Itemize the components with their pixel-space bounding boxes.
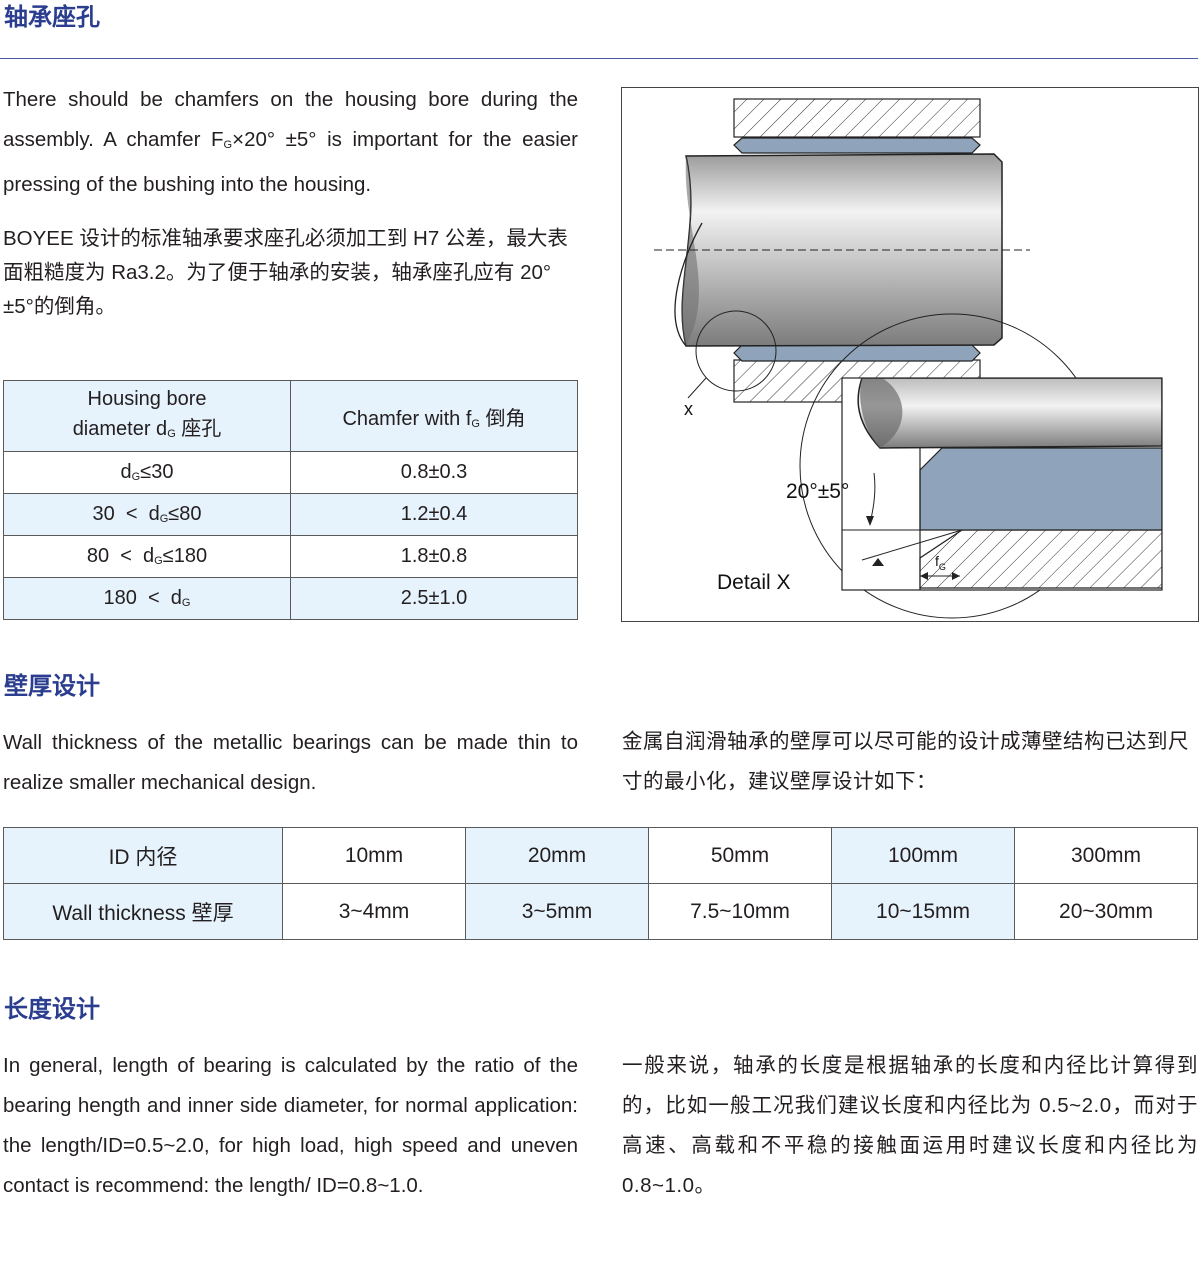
thickness-cell: 20~30mm [1014, 883, 1198, 940]
bore-range-cell: 30 < dG≤80 [3, 493, 291, 536]
chamfer-value-cell: 1.8±0.8 [290, 535, 578, 578]
id-cell: 20mm [465, 827, 649, 884]
detail-frame [841, 377, 1163, 591]
thickness-cell: 3~4mm [282, 883, 466, 940]
section-title-wall-thickness: 壁厚设计 [4, 672, 100, 700]
section-title-housing-bore: 轴承座孔 [4, 3, 100, 31]
label-angle: 20°±5° [786, 480, 849, 503]
thickness-cell: 3~5mm [465, 883, 649, 940]
table-row-thickness: Wall thickness 壁厚 3~4mm 3~5mm 7.5~10mm 1… [3, 883, 1198, 940]
chamfer-value-cell: 1.2±0.4 [290, 493, 578, 536]
bushing-housing-diagram: x 20°±5° fG Detail X [621, 87, 1199, 622]
table-row: 180 < dG 2.5±1.0 [3, 577, 578, 620]
bore-range-cell: dG≤30 [3, 451, 291, 494]
detail-bushing [919, 447, 1162, 531]
table-row: 30 < dG≤80 1.2±0.4 [3, 493, 578, 536]
thickness-cell: 10~15mm [831, 883, 1015, 940]
label-fg: fG [935, 553, 946, 572]
wall-thickness-table: ID 内径 10mm 20mm 50mm 100mm 300mm Wall th… [3, 827, 1198, 940]
id-cell: 100mm [831, 827, 1015, 884]
chamfer-table: Housing bore diameter dG 座孔 Chamfer with… [3, 380, 578, 620]
shaft-break [682, 156, 699, 346]
section-title-length: 长度设计 [4, 995, 100, 1023]
detail-marker-circle [695, 310, 777, 392]
id-cell: 300mm [1014, 827, 1198, 884]
header-chamfer: Chamfer with fG 倒角 [290, 380, 578, 452]
detail-housing [919, 529, 1162, 589]
bore-range-cell: 80 < dG≤180 [3, 535, 291, 578]
id-cell: 50mm [648, 827, 832, 884]
housing-bore-chinese-text: BOYEE 设计的标准轴承要求座孔必须加工到 H7 公差，最大表面粗糙度为 Ra… [3, 227, 568, 318]
wall-thickness-chinese-text: 金属自润滑轴承的壁厚可以尽可能的设计成薄壁结构已达到尺寸的最小化，建议壁厚设计如… [622, 730, 1189, 793]
table-row-id: ID 内径 10mm 20mm 50mm 100mm 300mm [3, 827, 1198, 884]
bore-range-cell: 180 < dG [3, 577, 291, 620]
wall-thickness-english-text: Wall thickness of the metallic bearings … [3, 731, 578, 794]
housing-upper [733, 98, 981, 138]
diagram-svg: x 20°±5° fG Detail X [654, 98, 1163, 619]
thickness-cell: 7.5~10mm [648, 883, 832, 940]
bushing-upper [733, 137, 981, 154]
chamfer-value-cell: 0.8±0.3 [290, 451, 578, 494]
table-row: 80 < dG≤180 1.8±0.8 [3, 535, 578, 578]
housing-bore-english-text: There should be chamfers on the housing … [3, 88, 578, 196]
title-divider [0, 58, 1198, 59]
chamfer-value-cell: 2.5±1.0 [290, 577, 578, 620]
label-detail-x: Detail X [717, 571, 791, 594]
table-header-row: Housing bore diameter dG 座孔 Chamfer with… [3, 380, 578, 452]
id-cell: 10mm [282, 827, 466, 884]
length-chinese-text: 一般来说，轴承的长度是根据轴承的长度和内径比计算得到的，比如一般工况我们建议长度… [622, 1054, 1198, 1197]
detail-shaft [857, 378, 1162, 449]
table-row: dG≤30 0.8±0.3 [3, 451, 578, 494]
label-x: x [684, 399, 693, 419]
length-english-text: In general, length of bearing is calcula… [3, 1054, 578, 1197]
row-label-wall-thickness: Wall thickness 壁厚 [3, 883, 283, 940]
header-housing-bore: Housing bore diameter dG 座孔 [3, 380, 291, 452]
row-label-id: ID 内径 [3, 827, 283, 884]
